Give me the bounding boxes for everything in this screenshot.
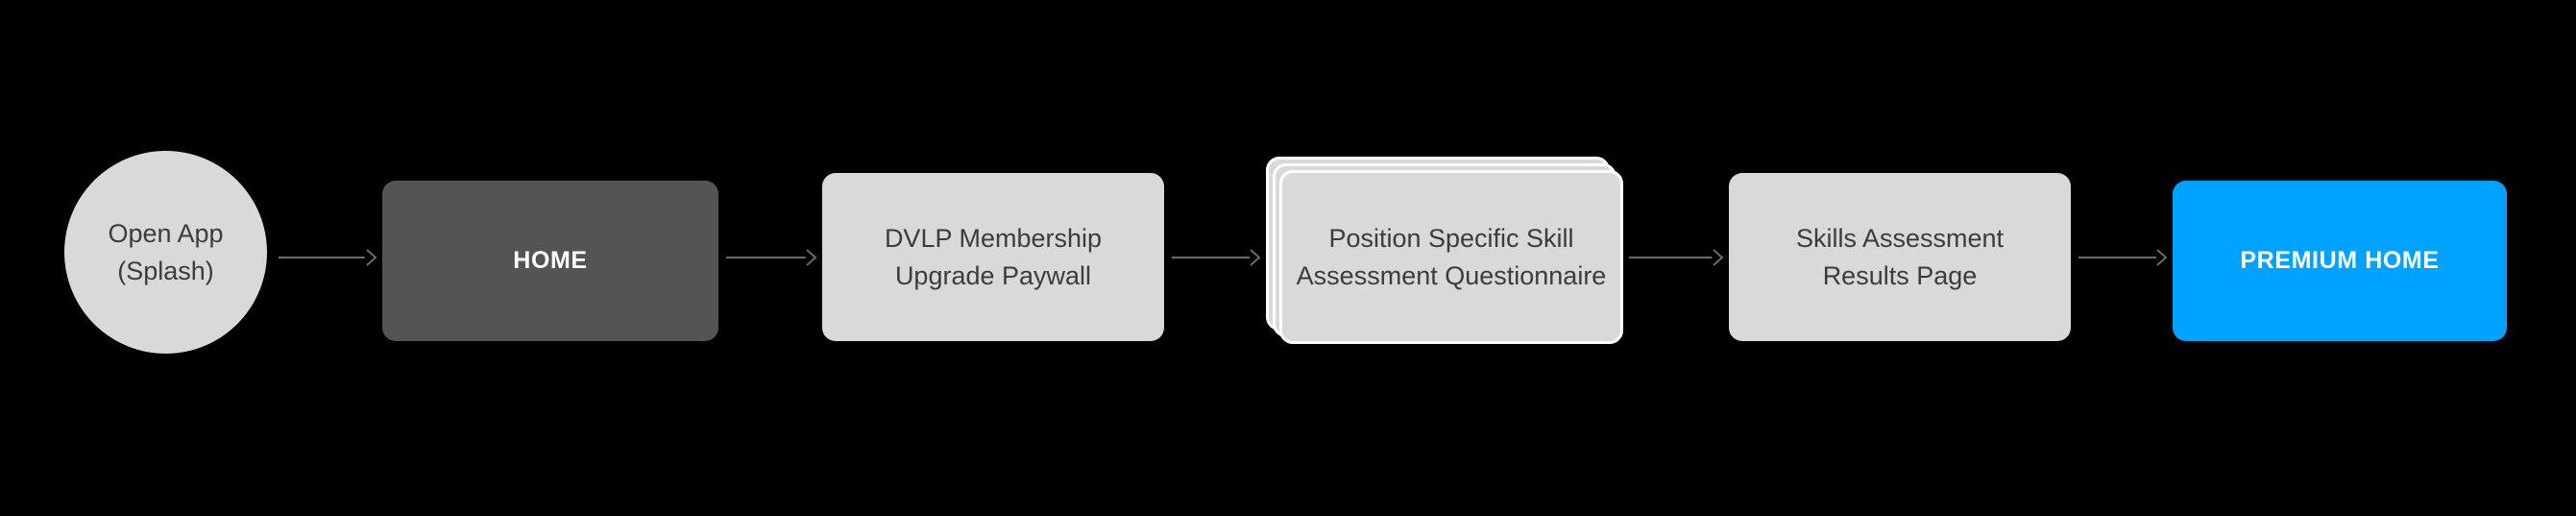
- node-premium-home[interactable]: PREMIUM HOME: [2173, 181, 2507, 341]
- node-dvlp-membership-upgrade-paywall[interactable]: DVLP Membership Upgrade Paywall: [822, 173, 1164, 341]
- node-label: Position Specific Skill Assessment Quest…: [1296, 224, 1607, 290]
- connector-arrow-3: [1172, 246, 1261, 269]
- node-label: DVLP Membership Upgrade Paywall: [884, 224, 1103, 290]
- node-label: PREMIUM HOME: [2240, 246, 2440, 274]
- connector-arrow-1: [279, 246, 377, 269]
- node-open-app-splash[interactable]: Open App (Splash): [64, 151, 267, 354]
- stack-card-front: Position Specific Skill Assessment Quest…: [1279, 170, 1623, 344]
- node-position-specific-skill-assessment-questionnaire[interactable]: Position Specific Skill Assessment Quest…: [1266, 157, 1623, 344]
- node-skills-assessment-results-page[interactable]: Skills Assessment Results Page: [1729, 173, 2071, 341]
- node-home[interactable]: HOME: [382, 181, 718, 341]
- node-label: Open App (Splash): [108, 219, 224, 285]
- connector-arrow-2: [726, 246, 817, 269]
- node-label: Skills Assessment Results Page: [1795, 224, 2005, 290]
- node-label: HOME: [513, 246, 588, 274]
- connector-arrow-4: [1629, 246, 1724, 269]
- connector-arrow-5: [2078, 246, 2168, 269]
